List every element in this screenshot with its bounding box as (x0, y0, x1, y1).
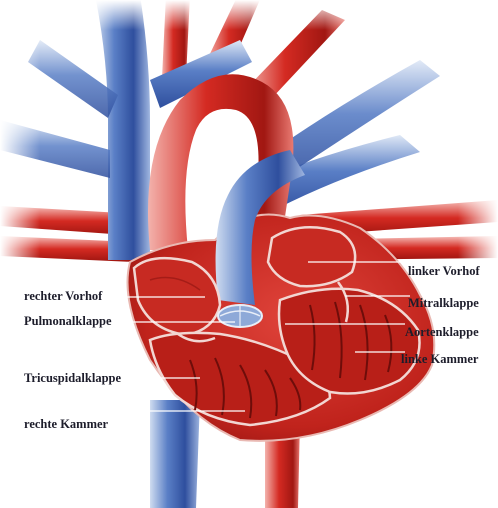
inferior-vena-cava (150, 400, 200, 508)
label-aortic-valve: Aortenklappe (405, 326, 479, 339)
fade-left (0, 0, 40, 508)
label-tricuspid-valve: Tricuspidalklappe (24, 372, 121, 385)
label-mitral-valve: Mitralklappe (408, 297, 479, 310)
label-right-ventricle: rechte Kammer (24, 418, 108, 431)
pulmonary-valve (218, 305, 262, 327)
label-left-atrium: linker Vorhof (408, 265, 480, 278)
label-pulmonary-valve: Pulmonalklappe (24, 315, 112, 328)
fade-right (458, 0, 498, 508)
left-atrium (268, 227, 355, 286)
label-right-atrium: rechter Vorhof (24, 290, 102, 303)
label-left-ventricle: linke Kammer (401, 353, 478, 366)
fade-top (0, 0, 498, 30)
